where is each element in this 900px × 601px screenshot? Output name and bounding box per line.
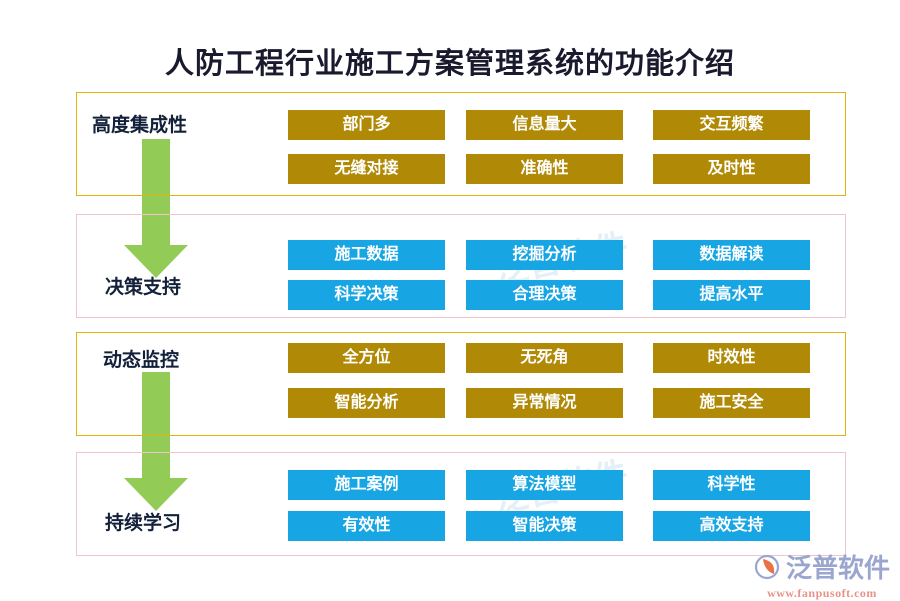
chip-item[interactable]: 施工安全 [653,388,810,418]
chip-item[interactable]: 挖掘分析 [466,240,623,270]
arrow-shaft [142,139,170,247]
arrow-head [124,245,188,278]
section-frame-3 [76,332,846,436]
chip-item[interactable]: 科学决策 [288,280,445,310]
chip-item[interactable]: 准确性 [466,154,623,184]
logo-swoosh-icon [752,552,782,582]
section-label-3: 动态监控 [103,350,180,371]
chip-item[interactable]: 有效性 [288,511,445,541]
chip-item[interactable]: 全方位 [288,343,445,373]
chip-item[interactable]: 信息量大 [466,110,623,140]
chip-item[interactable]: 部门多 [288,110,445,140]
arrow-head [124,478,188,511]
logo-brand-text: 泛普软件 [786,554,891,583]
chip-item[interactable]: 智能决策 [466,511,623,541]
brand-logo: 泛普软件 www.fanpusoft.com [752,548,892,600]
chip-item[interactable]: 交互频繁 [653,110,810,140]
chip-item[interactable]: 无死角 [466,343,623,373]
flow-arrow-1 [124,139,188,279]
section-frame-2 [76,214,846,318]
chip-item[interactable]: 施工案例 [288,470,445,500]
section-frame-4 [76,452,846,556]
logo-url-text: www.fanpusoft.com [767,586,877,600]
chip-item[interactable]: 科学性 [653,470,810,500]
chip-item[interactable]: 及时性 [653,154,810,184]
page-title: 人防工程行业施工方案管理系统的功能介绍 [164,48,735,80]
chip-item[interactable]: 高效支持 [653,511,810,541]
chip-item[interactable]: 时效性 [653,343,810,373]
chip-item[interactable]: 算法模型 [466,470,623,500]
chip-item[interactable]: 无缝对接 [288,154,445,184]
section-label-1: 高度集成性 [92,115,188,136]
section-label-4: 持续学习 [105,513,182,534]
chip-item[interactable]: 合理决策 [466,280,623,310]
chip-item[interactable]: 数据解读 [653,240,810,270]
chip-item[interactable]: 提高水平 [653,280,810,310]
section-frame-1 [76,92,846,196]
chip-item[interactable]: 异常情况 [466,388,623,418]
section-label-2: 决策支持 [105,277,182,298]
chip-item[interactable]: 施工数据 [288,240,445,270]
chip-item[interactable]: 智能分析 [288,388,445,418]
arrow-shaft [142,372,170,480]
flow-arrow-2 [124,372,188,512]
